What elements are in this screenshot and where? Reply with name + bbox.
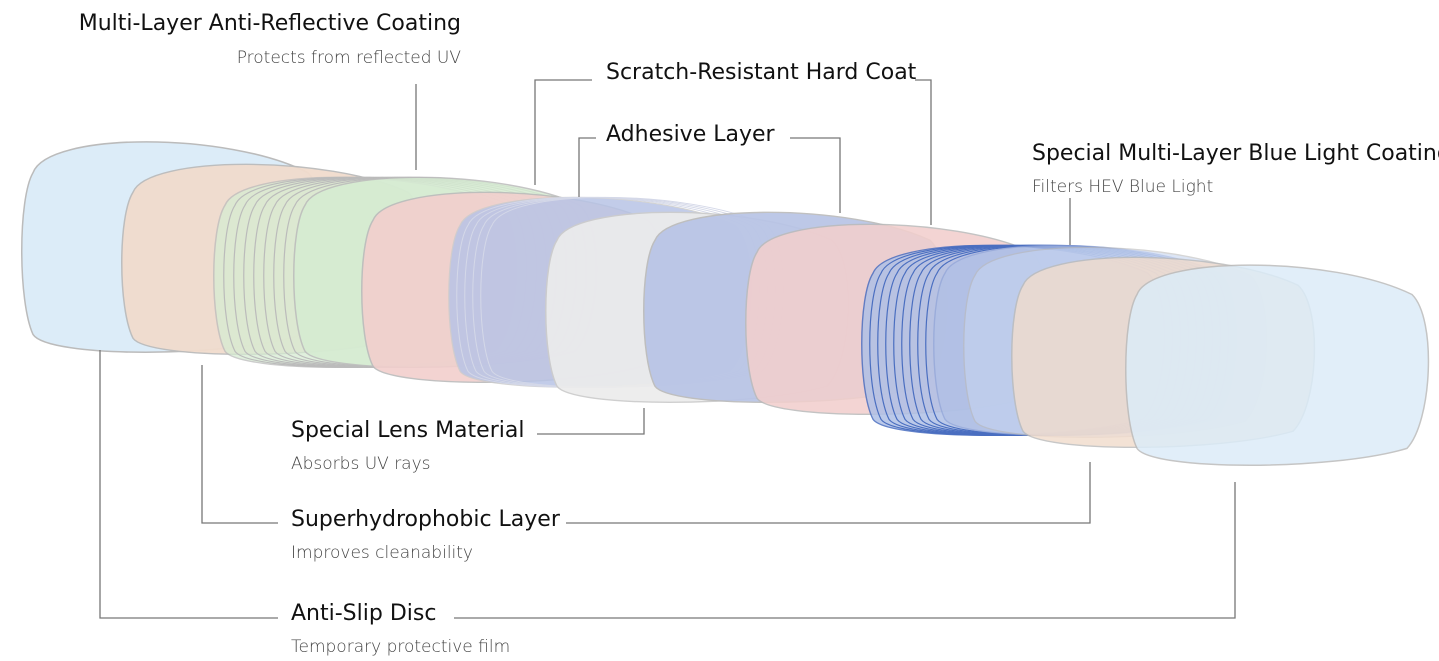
hard-coat-leader	[534, 79, 592, 185]
lens-material-leader	[537, 408, 645, 435]
blue-light-title: Special Multi-Layer Blue Light Coating	[1032, 141, 1439, 166]
superhydrophobic-subtitle: Improves cleanability	[291, 543, 473, 563]
anti-slip-subtitle: Temporary protective film	[291, 637, 511, 657]
adhesive-leader	[578, 137, 596, 197]
superhydrophobic-leader-right	[566, 462, 1091, 524]
hard-coat-title: Scratch-Resistant Hard Coat	[606, 60, 917, 85]
leader-lines	[99, 79, 1236, 619]
anti-slip-leader-left	[99, 350, 278, 619]
blue-light-subtitle: Filters HEV Blue Light	[1032, 177, 1214, 197]
hard-coat-leader-right	[915, 79, 932, 225]
anti-reflective-subtitle: Protects from reflected UV	[236, 48, 461, 68]
anti-reflective-title: Multi-Layer Anti-Reflective Coating	[78, 11, 461, 36]
lens-material-title: Special Lens Material	[291, 418, 525, 443]
lens-material-subtitle: Absorbs UV rays	[291, 454, 431, 474]
anti-slip-title: Anti-Slip Disc	[291, 601, 437, 626]
adhesive-leader-right	[790, 137, 841, 213]
anti-slip-disc-right	[1125, 264, 1430, 467]
superhydrophobic-title: Superhydrophobic Layer	[291, 507, 560, 532]
adhesive-title: Adhesive Layer	[606, 122, 775, 147]
anti-slip-leader-right	[454, 482, 1236, 619]
superhydrophobic-leader-left	[201, 365, 278, 524]
